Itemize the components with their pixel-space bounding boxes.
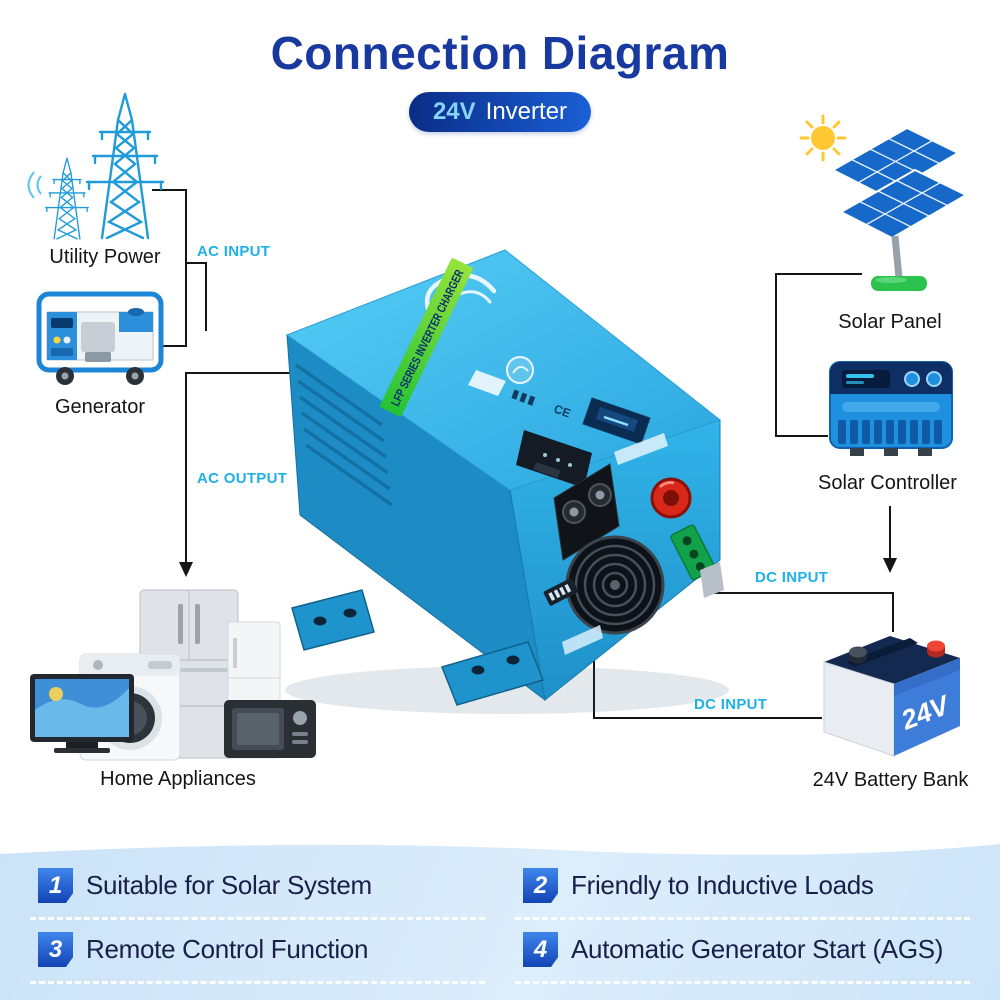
dc-line-top	[706, 592, 894, 632]
feature-number: 4	[523, 932, 558, 967]
dc-line-bottom	[593, 650, 822, 719]
badge-voltage: 24V	[432, 98, 476, 125]
features-panel: 1 Suitable for Solar System 2 Friendly t…	[0, 840, 1000, 1000]
solar-panel-icon	[799, 114, 969, 291]
feature-text: Friendly to Inductive Loads	[571, 870, 874, 900]
solar-controller-label: Solar Controller	[818, 472, 957, 494]
solar-controller-icon	[829, 361, 953, 456]
battery-bank-label: 24V Battery Bank	[812, 769, 969, 791]
feature-number: 2	[523, 868, 558, 903]
tv-icon	[30, 674, 134, 753]
port-slot	[533, 461, 561, 479]
microwave-icon	[224, 700, 316, 758]
feature-number: 1	[38, 868, 73, 903]
home-appliances-icon	[30, 589, 316, 761]
panel-pole	[891, 235, 903, 279]
feature-number: 3	[38, 932, 73, 967]
positive-terminal	[927, 640, 945, 652]
features-grid: 1 Suitable for Solar System 2 Friendly t…	[30, 856, 970, 984]
solar-panel-label: Solar Panel	[838, 311, 942, 333]
info-sticker	[614, 433, 668, 465]
source-bracket-line	[152, 189, 187, 347]
emblem-icon	[506, 356, 534, 384]
generator-label: Generator	[54, 396, 146, 418]
negative-terminal	[849, 646, 867, 658]
wave-divider	[0, 840, 1000, 855]
feature-item-1: 1 Suitable for Solar System	[30, 856, 485, 920]
label-sticker	[562, 625, 603, 655]
generator-icon	[36, 291, 164, 385]
feature-text: Automatic Generator Start (AGS)	[571, 934, 944, 964]
dc-input-arrowhead	[883, 558, 897, 573]
heatsink-fins	[838, 420, 942, 444]
ac-output-line	[185, 372, 292, 564]
badge-product: Inverter	[485, 98, 568, 125]
signal-waves-icon	[27, 171, 42, 199]
battery-icon: 24V	[823, 636, 960, 757]
ce-mark: CE	[552, 402, 572, 421]
home-appliances-label: Home Appliances	[100, 768, 256, 790]
dip-switch-top	[511, 389, 536, 406]
feature-item-3: 3 Remote Control Function	[30, 920, 485, 984]
ac-input-line	[186, 262, 207, 331]
dc-input-label-top: DC INPUT	[755, 569, 829, 586]
dip-switch-front	[543, 578, 579, 606]
fan-icon	[565, 535, 665, 635]
remote-port-panel	[516, 430, 592, 488]
ac-output-label: AC OUTPUT	[197, 470, 288, 487]
dc-input-label-bottom: DC INPUT	[694, 696, 768, 713]
feature-item-4: 4 Automatic Generator Start (AGS)	[515, 920, 970, 984]
transmission-tower-icon	[27, 92, 165, 240]
inverter-illustration: LFP SERIES INVERTER CHARGER CE	[285, 249, 729, 714]
feature-text: Suitable for Solar System	[86, 870, 372, 900]
side-bracket	[700, 562, 724, 598]
sun-icon	[799, 114, 847, 162]
product-badge: 24V Inverter	[408, 92, 592, 132]
lcd-readout	[603, 415, 629, 427]
emblem-swirl	[512, 366, 529, 374]
utility-power-label: Utility Power	[49, 246, 161, 268]
spec-label	[468, 370, 506, 396]
ac-output-arrowhead	[179, 562, 193, 577]
vent-slots	[294, 363, 394, 507]
solar-to-controller-line	[775, 273, 862, 437]
feature-text: Remote Control Function	[86, 934, 369, 964]
ac-input-label: AC INPUT	[197, 243, 271, 260]
panel-array	[830, 126, 969, 240]
page-title: Connection Diagram	[270, 27, 730, 79]
feature-item-2: 2 Friendly to Inductive Loads	[515, 856, 970, 920]
